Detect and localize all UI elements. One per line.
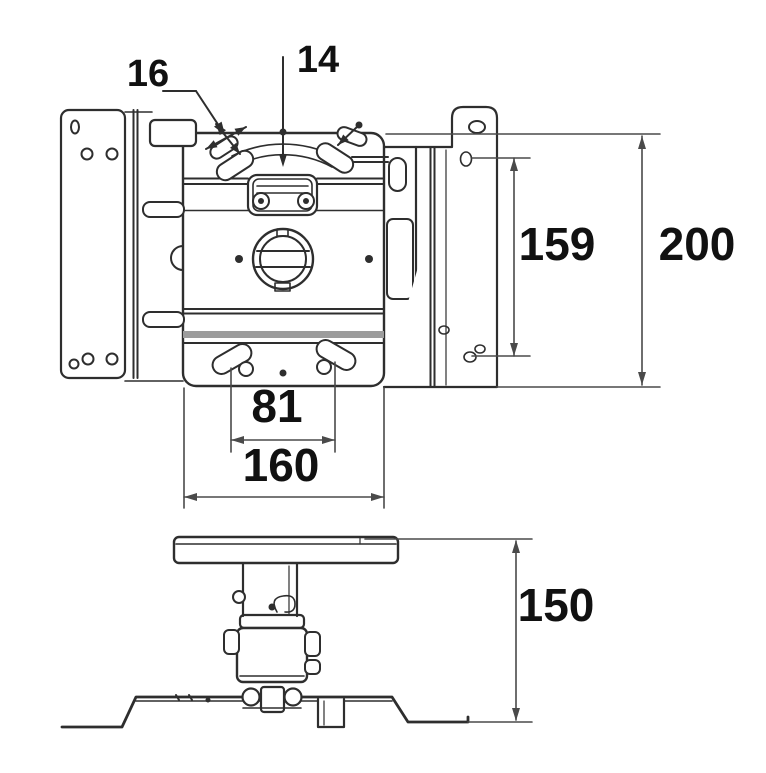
- wall-plate-outline: [59, 108, 127, 380]
- dim-150: 150: [364, 538, 595, 723]
- slot-top-left: [215, 149, 255, 182]
- plan-view: 159 200 81: [59, 39, 736, 509]
- dim-160-arrowheads: [184, 493, 384, 501]
- dim-label-159: 159: [519, 218, 596, 270]
- wall-plate: [59, 108, 184, 382]
- dim-159: 159: [471, 157, 596, 357]
- center-knob: [251, 227, 315, 292]
- ceiling-plate: [172, 535, 400, 565]
- dim-label-16: 16: [127, 53, 169, 95]
- right-edge-slot: [388, 157, 407, 192]
- leader-14: [279, 56, 363, 167]
- dim-159-arrowheads: [510, 158, 518, 356]
- safety-hook: [273, 594, 296, 613]
- dim-160: 160: [183, 387, 385, 509]
- slot-bottom-left: [211, 343, 253, 375]
- corner-clip: [148, 118, 198, 148]
- dim-200-arrowheads: [638, 136, 646, 385]
- dim-150-arrowheads: [512, 540, 520, 721]
- mount-clamp: [241, 685, 303, 714]
- center-tab: [246, 173, 319, 217]
- leader-16: [162, 90, 247, 155]
- plate-hook: [316, 697, 346, 729]
- side-view: 150: [60, 535, 595, 729]
- dim-81: 81: [230, 361, 336, 453]
- leader-14-arrowheads: [279, 121, 363, 167]
- gray-rail-band: [183, 331, 384, 338]
- dim-label-160: 160: [243, 439, 320, 491]
- left-notch: [170, 245, 184, 271]
- joint-knob: [304, 659, 321, 675]
- left-slot-bar-lower: [142, 311, 185, 328]
- right-opening: [386, 218, 414, 300]
- drop-column: [232, 561, 299, 618]
- column-screw: [232, 590, 246, 604]
- wall-plate-holes: [68, 119, 119, 370]
- left-slot-bar-upper: [142, 201, 185, 218]
- dim-label-14: 14: [297, 39, 339, 81]
- leader-16-arrowheads: [206, 121, 246, 154]
- ball-joint: [223, 613, 321, 684]
- dim-200: 200: [385, 133, 736, 388]
- slot-bottom-right: [315, 339, 357, 371]
- bracket-outline: [382, 105, 499, 389]
- dim-81-arrowheads: [231, 436, 335, 444]
- mount-plate: [142, 118, 418, 389]
- dim-label-150: 150: [518, 579, 595, 631]
- dim-label-81: 81: [251, 380, 302, 432]
- ceiling-bracket: [382, 105, 499, 389]
- dim-label-200: 200: [659, 218, 736, 270]
- slot-top-right: [315, 142, 355, 174]
- bracket-tab-hole: [468, 120, 486, 134]
- plate-rails: [182, 156, 389, 344]
- joint-tab-right: [304, 631, 321, 657]
- plate-dots: [235, 198, 373, 377]
- joint-tab-left: [223, 629, 240, 655]
